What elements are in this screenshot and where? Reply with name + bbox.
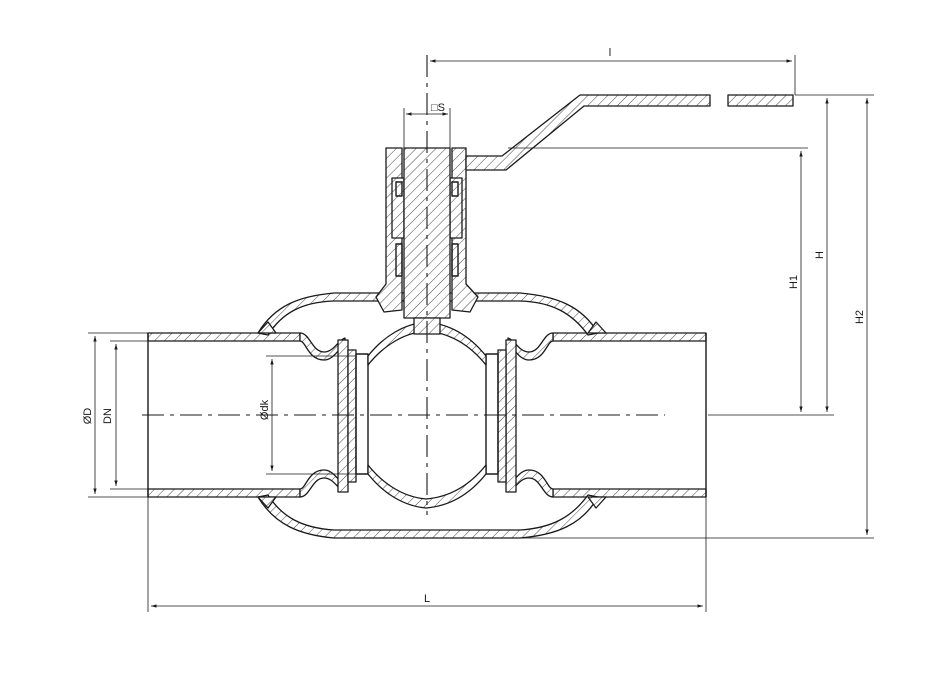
- pipe-left: [147, 332, 301, 498]
- dimension-s: □S: [403, 102, 451, 148]
- label-h1: H1: [788, 275, 800, 289]
- seat-right: [485, 339, 517, 493]
- label-L: L: [424, 593, 430, 605]
- label-odk: Ødk: [259, 399, 271, 420]
- valve-body: [257, 292, 607, 539]
- seat-left: [337, 339, 369, 493]
- label-od: ØD: [82, 408, 94, 425]
- dimension-odk: Ødk: [259, 355, 356, 475]
- ball: [367, 321, 487, 509]
- dimension-od: ØD: [82, 332, 148, 498]
- label-h2: H2: [854, 310, 866, 324]
- handle-lever: [465, 94, 794, 171]
- dimension-h: H: [795, 94, 874, 412]
- dimension-l: l: [430, 47, 796, 95]
- dimension-h1: H1: [508, 147, 834, 416]
- dimension-h2: H2: [520, 98, 874, 539]
- label-dn: DN: [102, 408, 114, 424]
- label-l: l: [609, 47, 611, 59]
- label-h: H: [814, 251, 826, 259]
- dimension-dn: DN: [102, 340, 148, 490]
- label-s: □S: [431, 102, 445, 114]
- dimension-L: L: [147, 497, 707, 612]
